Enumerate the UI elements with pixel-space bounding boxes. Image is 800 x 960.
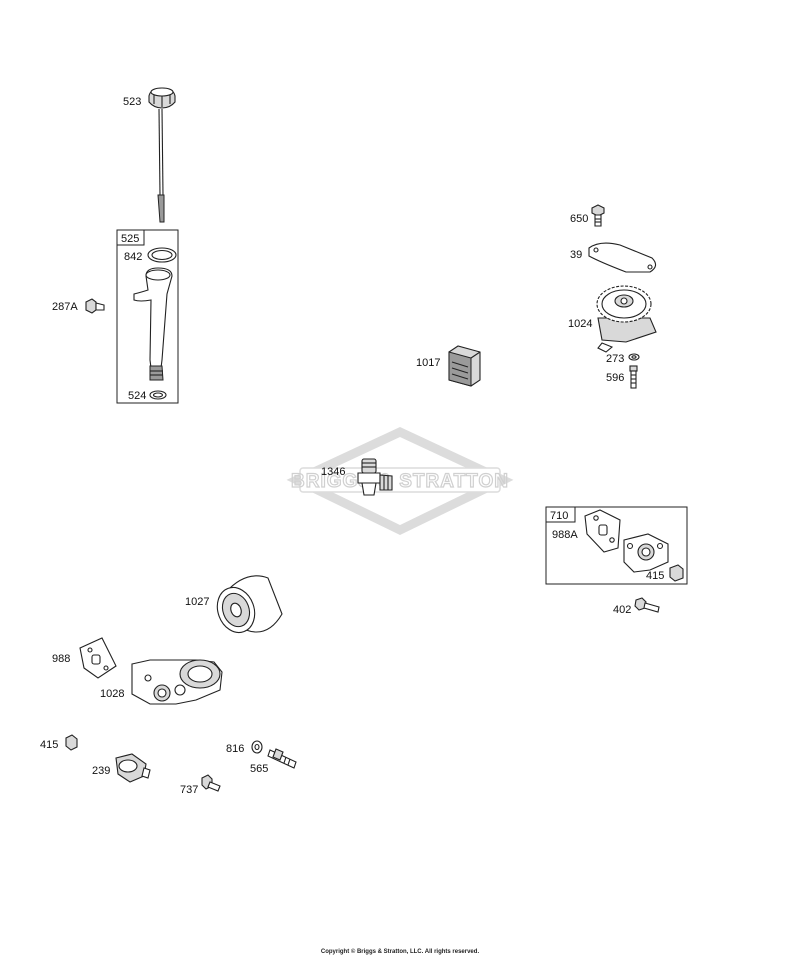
copyright-notice: Copyright © Briggs & Stratton, LLC. All … (320, 949, 480, 955)
label-842: 842 (124, 251, 142, 263)
label-287a: 287A (52, 301, 78, 313)
label-239: 239 (92, 765, 110, 777)
label-988a: 988A (552, 529, 578, 541)
gasket-988-part[interactable] (79, 637, 117, 679)
label-710: 710 (550, 510, 568, 522)
screw-596-part[interactable] (629, 365, 638, 389)
screw-287a-part[interactable] (85, 298, 105, 314)
label-39: 39 (570, 249, 582, 261)
label-565: 565 (250, 763, 268, 775)
label-415-right: 415 (646, 570, 664, 582)
label-1028: 1028 (100, 688, 124, 700)
label-1017: 1017 (416, 357, 440, 369)
screw-737-part[interactable] (201, 774, 221, 792)
cover-plate-39-part[interactable] (588, 242, 657, 273)
tube-assembly-label-box (116, 229, 145, 246)
oil-filter-1027-part[interactable] (211, 575, 283, 638)
bolt-402-part[interactable] (634, 597, 660, 613)
adapter-kit-label-box (545, 506, 576, 523)
label-1346: 1346 (321, 466, 345, 478)
stud-565-part[interactable] (267, 748, 297, 769)
gasket-988a-part[interactable] (584, 509, 621, 553)
tube-seal-part[interactable] (149, 390, 167, 400)
label-816: 816 (226, 743, 244, 755)
filter-adapter-part[interactable] (623, 533, 669, 573)
oil-pressure-switch-239-part[interactable] (115, 753, 151, 783)
filter-adapter-1028-part[interactable] (131, 659, 223, 705)
oil-screen-1017-part[interactable] (448, 345, 481, 387)
label-402: 402 (613, 604, 631, 616)
label-525: 525 (121, 233, 139, 245)
washer-273-part[interactable] (628, 353, 640, 361)
label-415-left: 415 (40, 739, 58, 751)
label-737: 737 (180, 784, 198, 796)
o-ring-part[interactable] (147, 247, 177, 263)
watermark-text: BRIGGS & STRATTON (291, 471, 509, 492)
fitting-1346-part[interactable] (357, 458, 393, 496)
tube-assembly-box (116, 229, 179, 404)
oil-pump-gear-1024-part[interactable] (596, 285, 657, 353)
adapter-kit-box (545, 506, 688, 585)
plug-415-left-part[interactable] (65, 734, 78, 751)
label-1027: 1027 (185, 596, 209, 608)
label-1024: 1024 (568, 318, 592, 330)
label-596: 596 (606, 372, 624, 384)
label-524: 524 (128, 390, 146, 402)
briggs-stratton-watermark: BRIGGS & STRATTON (286, 427, 514, 536)
label-523: 523 (123, 96, 141, 108)
washer-816-part[interactable] (251, 740, 263, 754)
label-988: 988 (52, 653, 70, 665)
dipstick-part[interactable] (148, 87, 176, 223)
label-273: 273 (606, 353, 624, 365)
bolt-650-part[interactable] (591, 204, 605, 227)
label-650: 650 (570, 213, 588, 225)
plug-415-right-part[interactable] (669, 564, 684, 582)
dipstick-tube-part[interactable] (133, 267, 173, 381)
